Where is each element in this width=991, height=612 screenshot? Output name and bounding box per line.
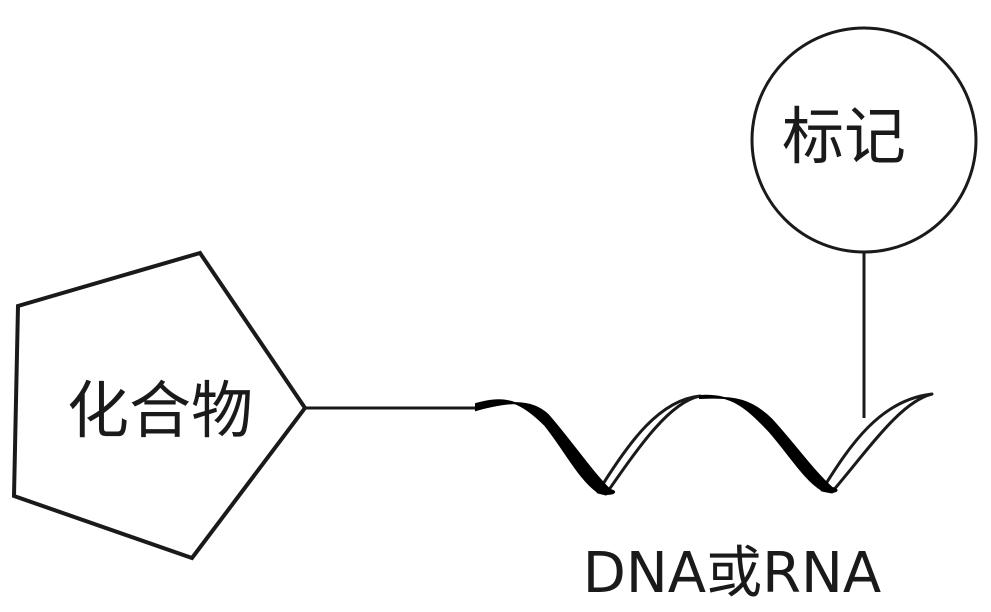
compound-node: 化合物 — [11, 250, 308, 561]
dna-rna-helix — [475, 392, 934, 496]
pentagon-shape — [11, 250, 308, 561]
helix-back-strand-2 — [820, 392, 934, 494]
strand-label: DNA或RNA — [583, 541, 881, 606]
label-node-text: 标记 — [782, 100, 906, 173]
label-node: 标记 — [750, 26, 978, 254]
helix-back-strand-1 — [596, 394, 702, 496]
compound-label: 化合物 — [67, 374, 253, 447]
helix-front-strand-2 — [699, 394, 838, 493]
helix-front-strand-1 — [475, 399, 616, 495]
